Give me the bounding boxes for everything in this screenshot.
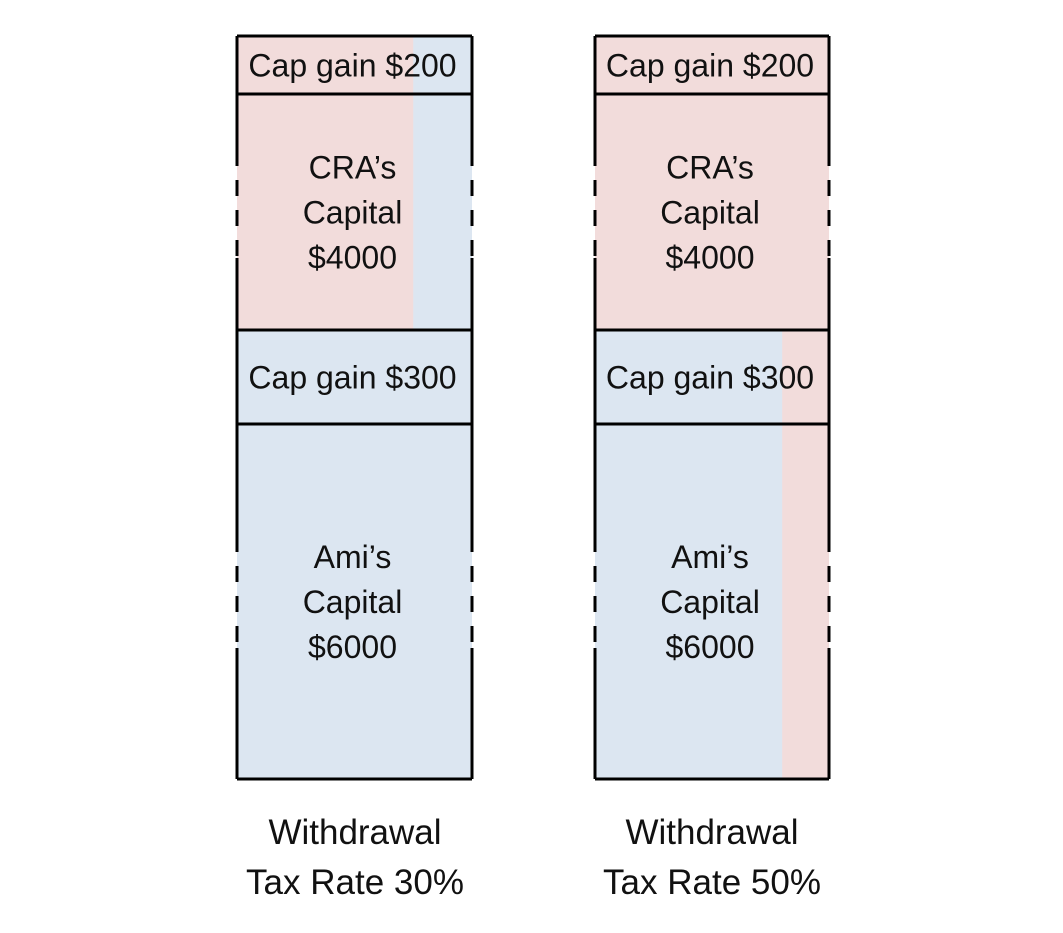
right-ami-gain-pink-fill: [782, 330, 829, 424]
right-cra-gain-block: Cap gain $200: [595, 36, 829, 94]
left-cra-capital-label: Capital: [303, 195, 403, 231]
left-ami-capital-label: Ami’s: [314, 539, 392, 575]
left-cra-capital-pink-fill: [237, 94, 414, 330]
left-column-caption: Withdrawal Tax Rate 30%: [205, 808, 505, 908]
right-ami-capital-label: Ami’s: [671, 539, 749, 575]
right-ami-capital-label: $6000: [666, 629, 755, 665]
left-caption-line1: Withdrawal: [268, 813, 442, 852]
left-cra-capital-label: CRA’s: [309, 150, 397, 186]
left-ami-capital-label: $6000: [308, 629, 397, 665]
right-cra-gain-pink-fill: [595, 36, 829, 94]
left-ami-gain-block: Cap gain $300: [237, 330, 472, 424]
right-cra-capital-pink-fill: [595, 94, 829, 330]
left-caption-line2: Tax Rate 30%: [246, 863, 464, 902]
right-cra-capital-label: Capital: [660, 195, 760, 231]
left-cra-gain-pink-fill: [237, 36, 414, 94]
right-ami-capital-label: Capital: [660, 584, 760, 620]
right-ami-gain-label: Cap gain $300: [606, 360, 814, 396]
right-column-caption: Withdrawal Tax Rate 50%: [562, 808, 862, 908]
left-cra-gain-block: Cap gain $200: [237, 36, 472, 94]
right-cra-capital-label: CRA’s: [666, 150, 754, 186]
left-cra-capital-label: $4000: [308, 240, 397, 276]
right-cra-capital-label: $4000: [666, 240, 755, 276]
left-ami-capital-label: Capital: [303, 584, 403, 620]
right-caption-line1: Withdrawal: [625, 813, 799, 852]
right-caption-line2: Tax Rate 50%: [603, 863, 821, 902]
right-ami-gain-block: Cap gain $300: [595, 330, 829, 424]
left-ami-gain-blue-fill: [237, 330, 472, 424]
left-ami-capital-blue-fill: [237, 424, 472, 779]
left-ami-gain-label: Cap gain $300: [248, 360, 456, 396]
right-cra-gain-label: Cap gain $200: [606, 48, 814, 84]
left-cra-gain-label: Cap gain $200: [248, 48, 456, 84]
right-ami-capital-pink-fill: [782, 424, 829, 779]
